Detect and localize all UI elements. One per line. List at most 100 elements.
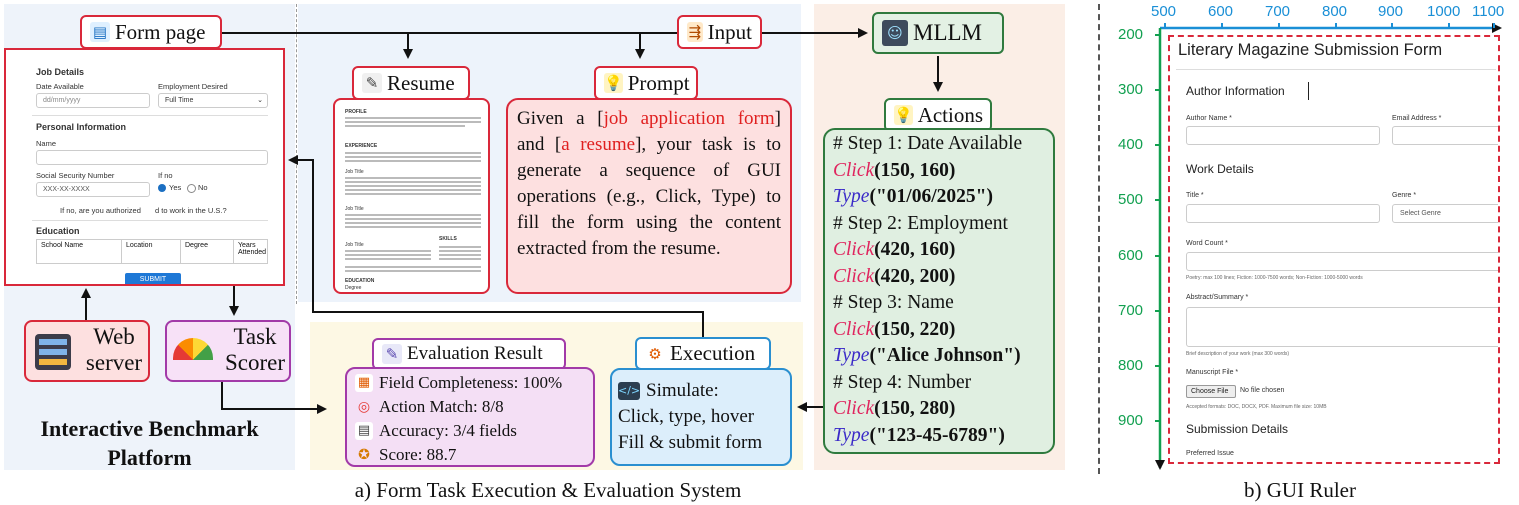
author-name-label: Author Name * [1186,115,1232,122]
table-header-years: Years Attended [238,242,267,256]
action-line: Type("01/06/2025") [833,184,1045,211]
ssn-input[interactable]: XXX-XX-XXXX [36,182,150,197]
title-label: Title * [1186,192,1204,199]
eval-item-score: ✪ Score: 88.7 [355,443,585,467]
mllm-title: MLLM [913,20,982,45]
click-function: Click [833,265,875,287]
author-name-input[interactable] [1186,126,1380,145]
gauge-icon [173,338,213,360]
education-table: School Name Location Degree Years Attend… [36,239,268,264]
form-title: Literary Magazine Submission Form [1178,41,1443,59]
name-input[interactable] [36,150,268,165]
table-header-school: School Name [37,240,122,263]
date-placeholder: dd/mm/yyyy [43,97,81,104]
resume-section: SKILLS [439,236,457,242]
x-tick-label: 500 [1151,3,1177,20]
action-line: Type("Alice Johnson") [833,343,1045,370]
prompt-highlight-form: job application form [603,108,775,129]
employment-desired-label: Employment Desired [158,82,228,91]
radio-yes[interactable] [158,184,166,192]
evaluation-icon: ✎ [382,344,402,364]
resume-section: Job Title [345,242,364,248]
caption-b: b) GUI Ruler [1244,478,1356,502]
title-input[interactable] [1186,204,1380,223]
form-page-title: Form page [115,19,206,44]
lightbulb-icon: 💡 [894,105,913,125]
radio-no-label: No [198,183,208,192]
action-args: (420, 160) [874,239,956,260]
y-tick-label: 200 [1118,26,1144,43]
submission-heading: Submission Details [1186,422,1289,436]
genre-select[interactable]: Select Genre [1392,204,1498,223]
resume-section: EDUCATION [345,278,375,284]
word-count-input[interactable] [1186,252,1498,271]
task-scorer-box: Task Scorer [165,320,291,382]
abstract-label: Abstract/Summary * [1186,294,1249,301]
execution-line-1: Simulate: [646,380,719,401]
execution-box: </> Simulate: Click, type, hover Fill & … [610,368,792,466]
y-tick-label: 700 [1118,302,1144,319]
resume-section: PROFILE [345,109,367,115]
input-title: Input [707,19,752,44]
x-tick-label: 800 [1322,3,1348,20]
eval-item-completeness: ▦ Field Completeness: 100% [355,371,585,395]
action-args: (420, 200) [874,265,956,287]
resume-label: ✎ Resume [352,66,470,100]
action-args: (150, 280) [874,398,956,419]
type-function: Type [833,186,870,207]
abstract-hint: Brief description of your work (max 300 … [1186,351,1290,357]
x-tick-label: 1100 [1472,3,1505,20]
word-count-hint: Poetry: max 100 lines; Fiction: 1000-750… [1186,275,1363,281]
prompt-label: 💡 Prompt [594,66,698,100]
author-info-heading: Author Information [1186,84,1285,98]
if-no-label: If no [158,171,173,180]
clipboard-icon: ▤ [355,422,373,440]
action-line: Click(150, 160) [833,158,1045,185]
literary-form[interactable]: Literary Magazine Submission Form Author… [1168,35,1500,464]
form-page-icon: ▤ [90,22,110,42]
caption-a: a) Form Task Execution & Evaluation Syst… [354,478,742,502]
choose-file-button[interactable]: Choose File [1186,385,1236,398]
prompt-text-1: Given a [ [517,108,604,129]
form-preview[interactable]: Job Details Date Available dd/mm/yyyy Em… [4,48,285,286]
resume-section: Job Title [345,169,364,175]
submit-button[interactable]: SUBMIT [125,273,181,284]
robot-icon: ☺ [882,20,908,46]
email-input[interactable] [1392,126,1498,145]
employment-select[interactable]: Full Time ⌄ [158,93,268,108]
employment-value: Full Time [165,97,194,104]
manuscript-label: Manuscript File * [1186,369,1239,376]
abstract-textarea[interactable] [1186,307,1498,347]
resume-section: Degree [345,285,362,291]
divider [32,115,268,116]
evaluation-title: Evaluation Result [407,343,543,364]
y-tick-label: 800 [1118,357,1144,374]
y-tick-label: 300 [1118,81,1144,98]
eval-item-action-match: ◎ Action Match: 8/8 [355,395,585,419]
radio-no[interactable] [187,184,196,193]
server-icon [35,334,71,370]
y-tick-label: 900 [1118,412,1144,429]
task-scorer-text: Task Scorer [224,324,286,375]
personal-info-heading: Personal Information [36,122,127,132]
action-line: Type("123-45-6789") [833,423,1045,450]
formats-hint: Accepted formats: DOC, DOCX, PDF. Maximu… [1186,404,1327,410]
resume-icon: ✎ [362,73,382,93]
prompt-text-3: ], your task is to generate a sequence o… [517,134,781,259]
click-function: Click [833,318,875,340]
resume-document: PROFILE EXPERIENCE Job Title Job Title S… [333,98,490,294]
genre-label: Genre * [1392,192,1417,199]
y-tick-label: 500 [1118,191,1144,208]
x-tick-label: 1000 [1427,3,1461,20]
x-tick-label: 900 [1378,3,1404,20]
target-icon: ◎ [357,399,371,415]
ssn-label: Social Security Number [36,171,115,180]
date-available-input[interactable]: dd/mm/yyyy [36,93,150,108]
ssn-placeholder: XXX-XX-XXXX [43,186,90,193]
table-header-location: Location [122,240,181,263]
prompt-text-2: ] and [ [517,108,781,155]
evaluation-box: ▦ Field Completeness: 100% ◎ Action Matc… [345,367,595,467]
